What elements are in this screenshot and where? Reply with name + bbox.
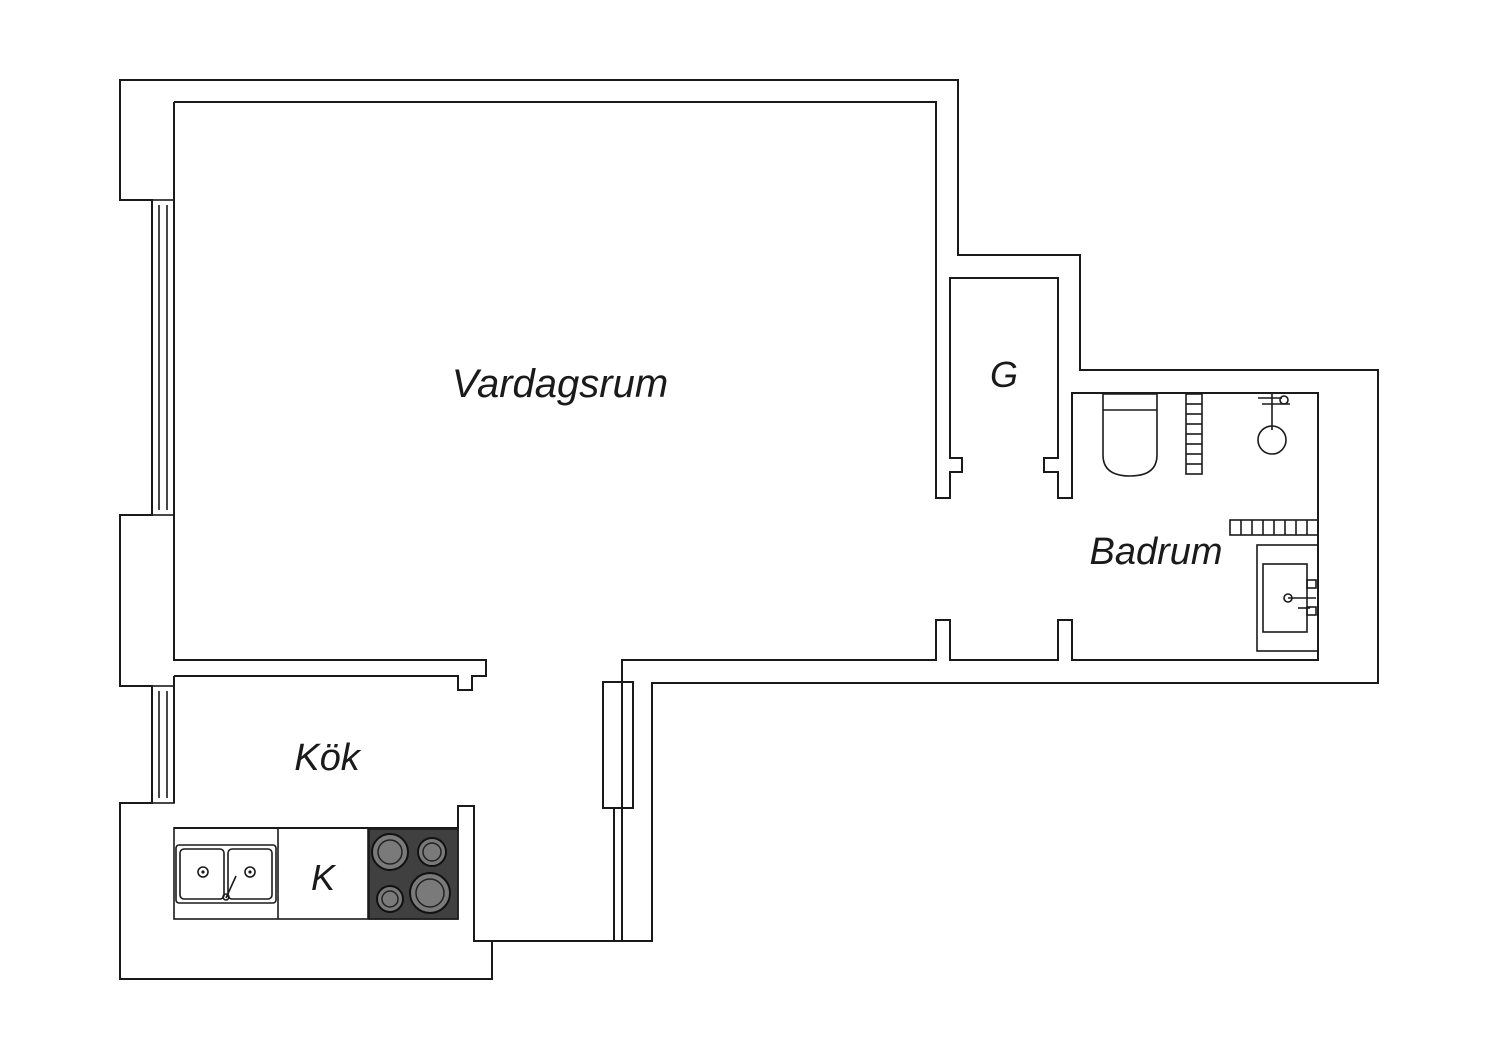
window-kitchen xyxy=(151,685,175,804)
window-living-room xyxy=(151,199,175,516)
fridge-label: K xyxy=(311,857,337,898)
towel-rail xyxy=(1229,519,1319,536)
shower-head xyxy=(1257,394,1290,455)
bathroom-label: Badrum xyxy=(1089,531,1222,573)
stove xyxy=(368,828,459,920)
living-room-label: Vardagsrum xyxy=(452,362,668,406)
outer-walls xyxy=(119,79,1379,980)
towel-ladder xyxy=(1185,393,1203,475)
entrance-wall-block xyxy=(602,681,634,809)
kitchen-label: Kök xyxy=(294,737,361,779)
living-room-inner-walls xyxy=(173,101,1319,941)
toilet xyxy=(1102,393,1158,477)
fridge: K xyxy=(311,857,337,898)
bathroom-sink xyxy=(1256,544,1319,652)
closet-label: G xyxy=(990,354,1018,395)
kitchen-sink xyxy=(175,844,277,904)
